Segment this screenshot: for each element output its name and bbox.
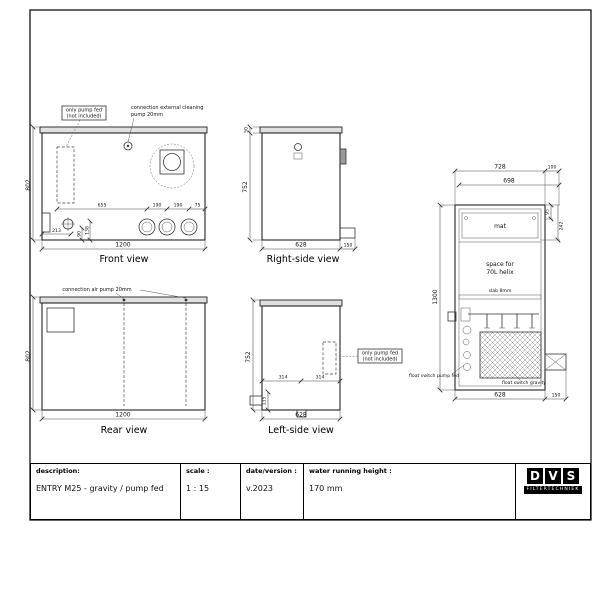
logo-subtitle: FILTERTECHNIEK	[523, 486, 583, 494]
right-dim-752: 752	[242, 181, 249, 193]
front-dim-655: 655	[98, 203, 107, 209]
front-dim-90: 90	[77, 231, 83, 237]
top-dim-1300: 1300	[432, 289, 439, 304]
rear-window	[46, 307, 75, 333]
front-dim-height: 802	[25, 179, 32, 191]
front-dim-213: 213	[52, 228, 61, 234]
left-body	[261, 305, 341, 411]
left-view-title: Left-side view	[268, 425, 334, 436]
right-dim-50: 50	[244, 127, 250, 133]
right-side-stub	[339, 148, 347, 165]
front-view: only pump fed (not included) connection …	[25, 105, 208, 265]
front-dim-75: 75	[195, 203, 201, 209]
front-ann-pumpfed-line1: only pump fed	[66, 108, 102, 114]
date-version-label: date/version :	[246, 467, 297, 475]
water-running-height-value: 170 mm	[309, 484, 343, 493]
front-dim-190b: 190	[174, 203, 183, 209]
title-block: description: ENTRY M25 - gravity / pump …	[30, 463, 591, 520]
left-dim-314b: 314	[316, 375, 325, 381]
front-body	[41, 132, 206, 241]
scale-value: 1 : 15	[186, 484, 210, 493]
right-top-connection	[294, 143, 302, 151]
left-ann-pumpfed-line1: only pump fed	[362, 351, 398, 357]
top-label-space-line1: space for	[486, 261, 514, 268]
right-dim-150: 150	[344, 243, 353, 249]
top-label-slab: slab 8mm	[489, 288, 512, 294]
top-dim-628: 628	[494, 392, 506, 399]
front-dashed-circle	[149, 143, 195, 189]
left-dim-628: 628	[295, 412, 307, 419]
front-dim-138: 138	[85, 226, 91, 235]
left-ann-pumpfed-line2: (not included)	[363, 357, 398, 363]
front-inlet-box	[159, 149, 185, 175]
left-dim-314a: 314	[279, 375, 288, 381]
description-value: ENTRY M25 - gravity / pump fed	[36, 484, 164, 493]
right-body	[261, 132, 341, 241]
top-label-mat: mat	[494, 223, 507, 230]
title-block-water-height-cell: water running height : 170 mm	[304, 464, 516, 519]
top-left-connection	[447, 311, 457, 322]
title-block-scale-cell: scale : 1 : 15	[181, 464, 241, 519]
left-lid	[259, 299, 343, 307]
front-inlet-circle	[163, 153, 181, 171]
top-ann-float-pump: float switch pump fed	[409, 373, 459, 379]
logo-letter-v: V	[545, 468, 561, 484]
rear-view-title: Rear view	[101, 425, 148, 436]
date-version-value: v.2023	[246, 484, 274, 493]
front-pump-dashed-outline	[56, 146, 75, 204]
front-lid	[39, 126, 208, 134]
top-ann-float-gravity: float switch gravity	[502, 380, 546, 386]
top-hatched-chamber	[479, 331, 542, 379]
top-dim-150: 150	[552, 393, 561, 399]
front-pumpfed-annotation-box	[61, 105, 107, 121]
right-lid	[259, 126, 343, 134]
top-view: mat space for 70L helix slab 8mm float s…	[409, 164, 569, 402]
dvs-logo: D V S FILTERTECHNIEK	[516, 464, 590, 519]
title-block-date-cell: date/version : v.2023	[241, 464, 304, 519]
front-ann-cleaning-line2: pump 20mm	[131, 112, 163, 118]
top-dim-100: 100	[548, 165, 557, 171]
left-pump-dashed-outline	[322, 341, 337, 375]
left-dim-135: 135	[262, 397, 268, 406]
top-right-outlet	[544, 353, 567, 371]
top-float-switch-2	[463, 363, 471, 371]
front-dim-width: 1200	[115, 242, 130, 249]
left-dim-752: 752	[245, 351, 252, 363]
scale-label: scale :	[186, 467, 210, 475]
right-side-view: 50 752 628 150 Right-side view	[242, 124, 358, 265]
top-label-space-line2: 70L helix	[486, 269, 514, 276]
right-bottom-pipe	[339, 227, 356, 239]
top-mat-area	[461, 212, 539, 239]
title-block-description-cell: description: ENTRY M25 - gravity / pump …	[31, 464, 181, 519]
rear-view: connection air pump 20mm 802 1200 Rear v…	[25, 287, 208, 436]
logo-letter-d: D	[527, 468, 543, 484]
rear-body	[41, 302, 206, 411]
description-label: description:	[36, 467, 80, 475]
right-view-title: Right-side view	[267, 254, 340, 265]
rear-dim-width: 1200	[115, 412, 130, 419]
sheet-frame	[29, 9, 592, 521]
left-side-view: only pump fed (not included) 752 314 314…	[245, 297, 403, 436]
rear-ann-air-pump: connection air pump 20mm	[62, 287, 131, 293]
front-ann-cleaning-line1: connection external cleaning	[131, 105, 203, 111]
front-view-title: Front view	[100, 254, 149, 265]
logo-letter-s: S	[563, 468, 579, 484]
top-float-switch-1	[463, 351, 471, 359]
top-dim-698: 698	[503, 178, 515, 185]
rear-air-lines	[123, 303, 187, 406]
front-ann-pumpfed-line2: (not included)	[67, 114, 102, 120]
top-dim-242: 242	[559, 222, 565, 231]
water-running-height-label: water running height :	[309, 467, 392, 475]
top-dim-95: 95	[545, 209, 551, 215]
top-slab	[458, 294, 542, 300]
top-dim-728: 728	[494, 164, 506, 171]
left-bottom-stub	[249, 395, 263, 406]
front-dim-190a: 190	[153, 203, 162, 209]
logo-letters: D V S	[527, 468, 579, 484]
right-dim-628: 628	[295, 242, 307, 249]
rear-dim-height: 802	[25, 350, 32, 362]
